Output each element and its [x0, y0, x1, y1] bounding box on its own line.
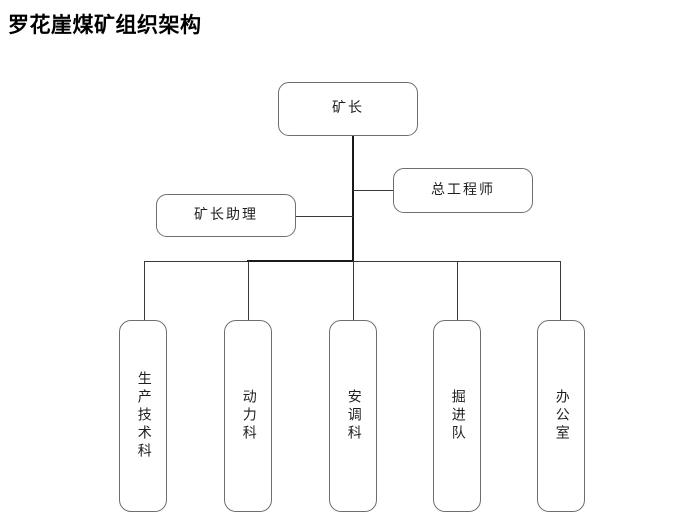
node-department-safety-dispatch[interactable]: 安调科 [329, 320, 377, 512]
connector-drop-dept-0 [144, 261, 145, 320]
node-department-safety-dispatch-label: 安调科 [345, 389, 362, 443]
connector-drop-dept-4 [560, 261, 561, 320]
connector-to-assistant [295, 216, 353, 217]
node-department-tunneling-team[interactable]: 掘进队 [433, 320, 481, 512]
node-chief-engineer[interactable]: 总工程师 [393, 168, 533, 213]
connector-drop-dept-2 [353, 261, 354, 320]
connector-trunk-vertical [352, 136, 354, 262]
node-department-office[interactable]: 办公室 [537, 320, 585, 512]
connector-department-bus-highlight [247, 260, 353, 262]
page-title: 罗花崖煤矿组织架构 [8, 12, 202, 37]
node-mine-director-label: 矿长 [332, 100, 364, 117]
node-director-assistant-label: 矿长助理 [194, 206, 258, 223]
node-director-assistant[interactable]: 矿长助理 [156, 194, 296, 237]
node-department-power-label: 动力科 [240, 389, 257, 443]
node-department-production-technology[interactable]: 生产技术科 [119, 320, 167, 512]
connector-drop-dept-3 [457, 261, 458, 320]
connector-drop-dept-1 [248, 261, 249, 320]
node-department-tunneling-team-label: 掘进队 [449, 389, 466, 443]
node-chief-engineer-label: 总工程师 [431, 181, 495, 198]
node-department-production-technology-label: 生产技术科 [135, 371, 152, 461]
node-mine-director[interactable]: 矿长 [278, 82, 418, 136]
connector-to-chief-engineer [353, 190, 394, 191]
node-department-office-label: 办公室 [553, 389, 570, 443]
node-department-power[interactable]: 动力科 [224, 320, 272, 512]
